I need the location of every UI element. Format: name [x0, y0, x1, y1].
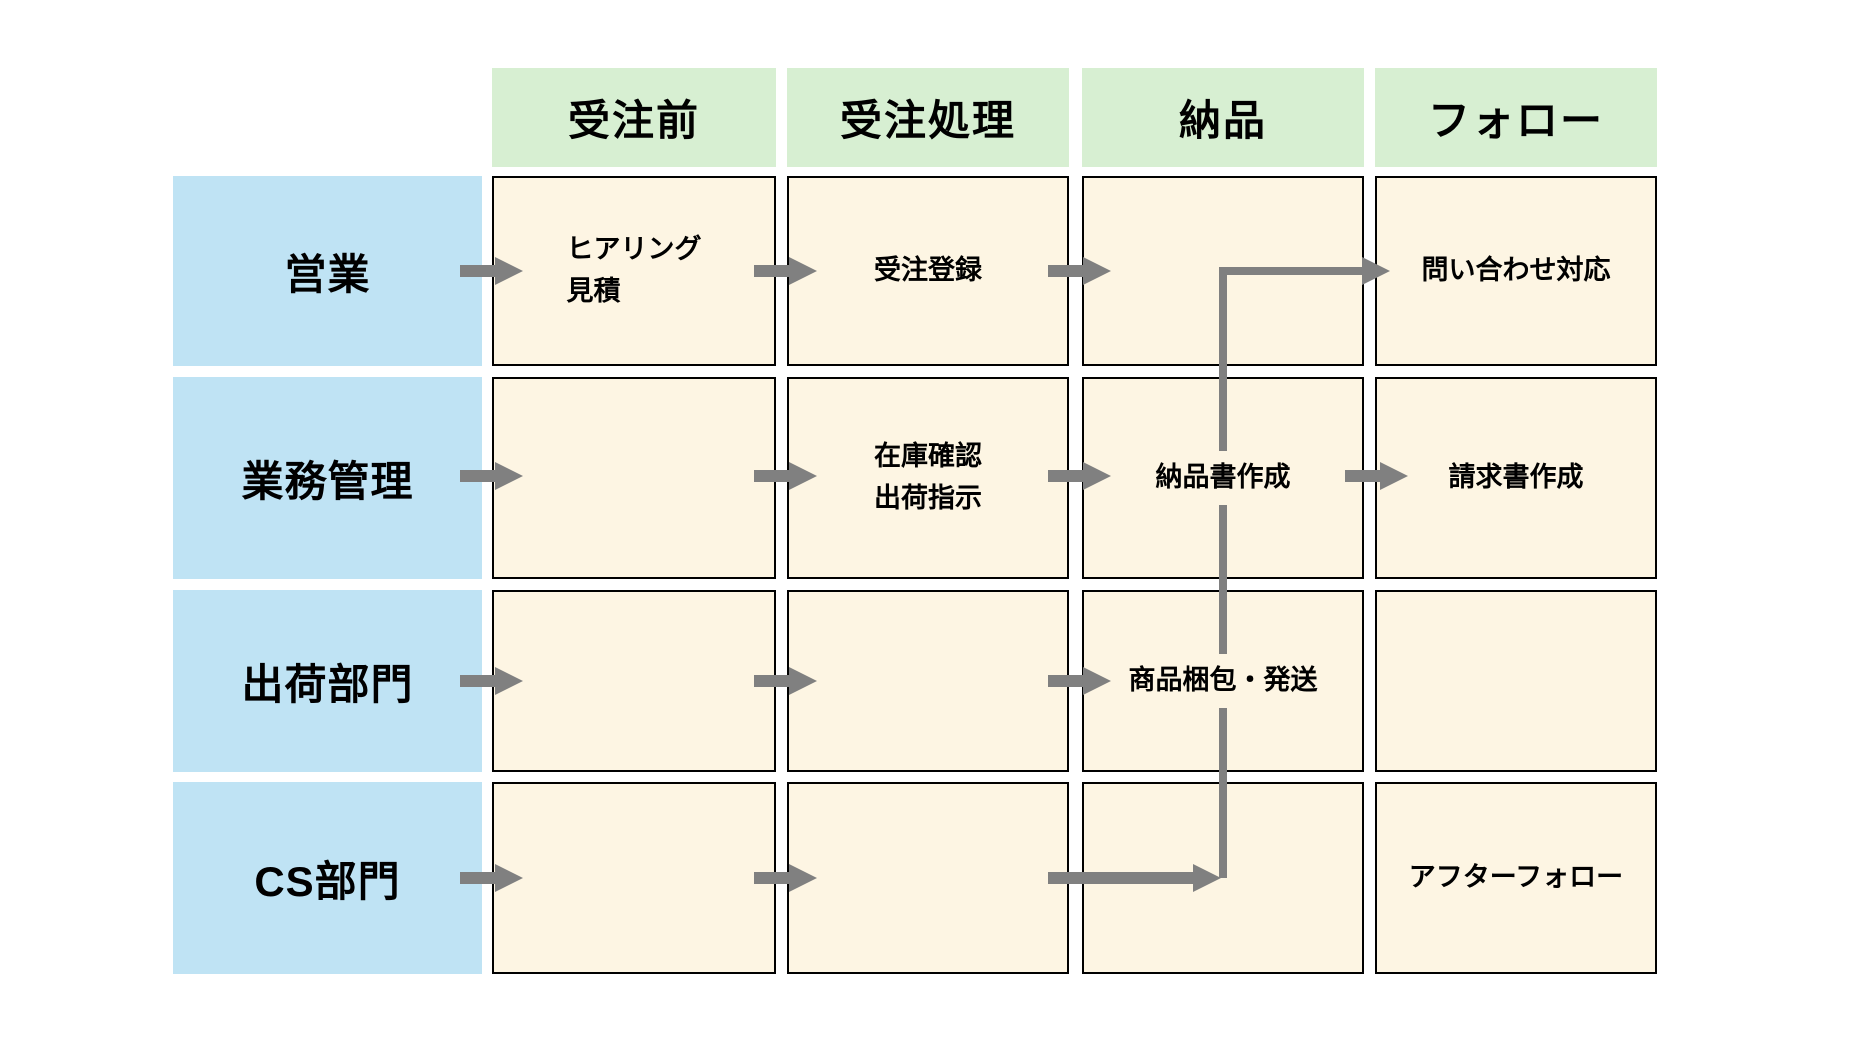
- task-order-entry: 受注登録: [874, 255, 982, 286]
- cell-cs-delivery: [1082, 782, 1364, 974]
- cell-sales-preorder: ヒアリング 見積: [492, 176, 776, 366]
- cell-ops-preorder: [492, 377, 776, 579]
- task-delivery-note: 納品書作成: [1145, 451, 1301, 505]
- dept-header-shipping: 出荷部門: [173, 590, 482, 772]
- task-stock-check: 在庫確認 出荷指示: [874, 441, 982, 513]
- cell-sales-follow: 問い合わせ対応: [1375, 176, 1657, 366]
- cell-cs-preorder: [492, 782, 776, 974]
- task-inquiry-support: 問い合わせ対応: [1421, 255, 1611, 286]
- dept-header-cs: CS部門: [173, 782, 482, 974]
- task-invoice: 請求書作成: [1448, 462, 1584, 493]
- stage-header-delivery: 納品: [1082, 68, 1364, 167]
- cell-cs-orderproc: [787, 782, 1069, 974]
- task-packing-shipping: 商品梱包・発送: [1118, 654, 1328, 708]
- cell-ship-orderproc: [787, 590, 1069, 772]
- cell-ship-follow: [1375, 590, 1657, 772]
- cell-ship-preorder: [492, 590, 776, 772]
- cell-sales-orderproc: 受注登録: [787, 176, 1069, 366]
- task-hearing-estimate: ヒアリング 見積: [566, 234, 702, 306]
- cell-sales-delivery: [1082, 176, 1364, 366]
- cell-ops-follow: 請求書作成: [1375, 377, 1657, 579]
- dept-header-operations: 業務管理: [173, 377, 482, 579]
- stage-header-follow: フォロー: [1375, 68, 1657, 167]
- stage-header-order-processing: 受注処理: [787, 68, 1069, 167]
- cell-ship-delivery: 商品梱包・発送: [1082, 590, 1364, 772]
- task-after-follow: アフターフォロー: [1408, 862, 1624, 893]
- cell-cs-follow: アフターフォロー: [1375, 782, 1657, 974]
- cell-ops-delivery: 納品書作成: [1082, 377, 1364, 579]
- stage-header-pre-order: 受注前: [492, 68, 776, 167]
- dept-header-sales: 営業: [173, 176, 482, 366]
- cell-ops-orderproc: 在庫確認 出荷指示: [787, 377, 1069, 579]
